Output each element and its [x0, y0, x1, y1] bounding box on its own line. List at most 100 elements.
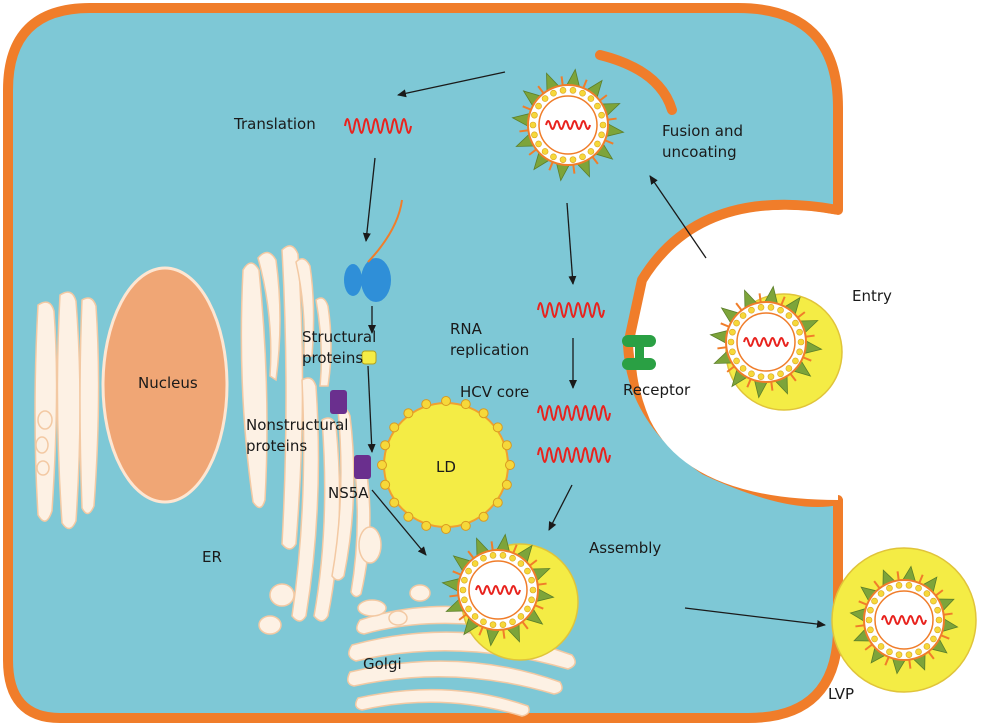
- ld-bead: [460, 399, 471, 410]
- ld-bead: [389, 497, 400, 508]
- ld-bead: [492, 422, 503, 433]
- ribosome: [344, 199, 403, 302]
- envelope-bead: [517, 613, 525, 620]
- envelope-bead: [877, 643, 885, 650]
- envelope-bead: [509, 618, 516, 626]
- label-golgi: Golgi: [363, 655, 402, 673]
- rna-strand: [344, 118, 412, 134]
- envelope-bead: [541, 148, 549, 155]
- labels: Translation Fusion and uncoating Entry S…: [138, 115, 892, 703]
- label-nonstructural-line2: proteins: [246, 437, 307, 455]
- nonstructural-protein-marker: [330, 390, 347, 414]
- virion-assembly: [441, 533, 579, 661]
- ld-bead: [380, 440, 391, 451]
- envelope-bead: [739, 312, 747, 319]
- envelope-bead: [727, 338, 735, 346]
- arrow-translation-down: [362, 157, 376, 242]
- label-ns5a: NS5A: [328, 484, 369, 502]
- envelope-bead: [785, 312, 793, 319]
- envelope-bead: [867, 606, 874, 614]
- label-entry: Entry: [852, 287, 892, 305]
- envelope-bead: [480, 618, 487, 626]
- envelope-bead: [587, 148, 595, 155]
- envelope-bead: [509, 554, 516, 562]
- envelope-bead: [471, 560, 479, 567]
- envelope-bead: [471, 613, 479, 620]
- fusion-membrane-arc: [595, 50, 677, 115]
- ld-bead: [460, 520, 471, 531]
- ld-bead: [421, 399, 432, 410]
- label-translation: Translation: [233, 115, 316, 133]
- envelope-bead: [550, 89, 557, 97]
- envelope-bead: [934, 606, 941, 614]
- ld-bead: [478, 408, 489, 419]
- ld-bead: [377, 460, 387, 470]
- arrow-rna-to-assembly: [548, 484, 573, 531]
- rna-strand: [537, 302, 605, 318]
- label-nucleus: Nucleus: [138, 374, 198, 392]
- envelope-bead: [915, 648, 922, 656]
- envelope-bead: [594, 102, 601, 110]
- envelope-bead: [531, 131, 538, 139]
- virion-rna: [743, 337, 789, 347]
- ld-bead: [501, 479, 512, 490]
- envelope-bead: [895, 582, 903, 589]
- lipid-droplet: [377, 396, 515, 534]
- label-hcv-core: HCV core: [460, 383, 529, 401]
- envelope-bead: [579, 89, 586, 97]
- envelope-bead: [777, 370, 784, 378]
- envelope-bead: [499, 621, 507, 628]
- envelope-bead: [499, 552, 507, 559]
- envelope-bead: [459, 586, 467, 594]
- envelope-bead: [739, 365, 747, 372]
- ld-bead: [403, 511, 414, 522]
- envelope-bead: [915, 584, 922, 592]
- envelope-bead: [524, 605, 531, 613]
- envelope-bead: [935, 616, 943, 624]
- envelope-bead: [528, 576, 535, 584]
- envelope-bead: [792, 319, 799, 327]
- envelope-bead: [729, 328, 736, 336]
- virion-entry: [709, 285, 843, 411]
- envelope-bead: [757, 373, 765, 380]
- left-organelle-stack: [34, 291, 100, 530]
- envelope-bead: [785, 365, 793, 372]
- envelope-bead: [923, 643, 931, 650]
- envelope-bead: [796, 348, 803, 356]
- label-structural-line2: proteins: [302, 349, 363, 367]
- envelope-bead: [777, 306, 784, 314]
- envelope-bead: [524, 567, 531, 575]
- ld-bead: [492, 497, 503, 508]
- label-fusion-line2: uncoating: [662, 143, 737, 161]
- envelope-bead: [905, 582, 913, 589]
- label-er: ER: [202, 548, 222, 566]
- envelope-bead: [930, 635, 937, 643]
- envelope-bead: [465, 605, 472, 613]
- envelope-bead: [767, 304, 775, 311]
- envelope-bead: [930, 597, 937, 605]
- envelope-bead: [923, 590, 931, 597]
- envelope-bead: [465, 567, 472, 575]
- envelope-bead: [569, 87, 577, 94]
- envelope-bead: [792, 357, 799, 365]
- label-fusion-line1: Fusion and: [662, 122, 743, 140]
- virion-rna: [881, 615, 927, 625]
- receptor: [622, 335, 656, 370]
- envelope-bead: [733, 357, 740, 365]
- envelope-bead: [594, 140, 601, 148]
- label-receptor: Receptor: [623, 381, 691, 399]
- envelope-bead: [796, 328, 803, 336]
- envelope-bead: [559, 87, 567, 94]
- envelope-bead: [748, 306, 755, 314]
- rna-strand: [537, 405, 611, 421]
- envelope-bead: [867, 626, 874, 634]
- arrow-uncoating-to-rna: [566, 202, 577, 285]
- envelope-bead: [905, 651, 913, 658]
- ld-bead: [505, 460, 515, 470]
- virion-rna: [475, 585, 521, 595]
- arrow-to-translation: [397, 71, 506, 98]
- virion-uncoating: [511, 68, 625, 182]
- label-rna-line1: RNA: [450, 320, 483, 338]
- envelope-bead: [895, 651, 903, 658]
- virions: [441, 68, 977, 693]
